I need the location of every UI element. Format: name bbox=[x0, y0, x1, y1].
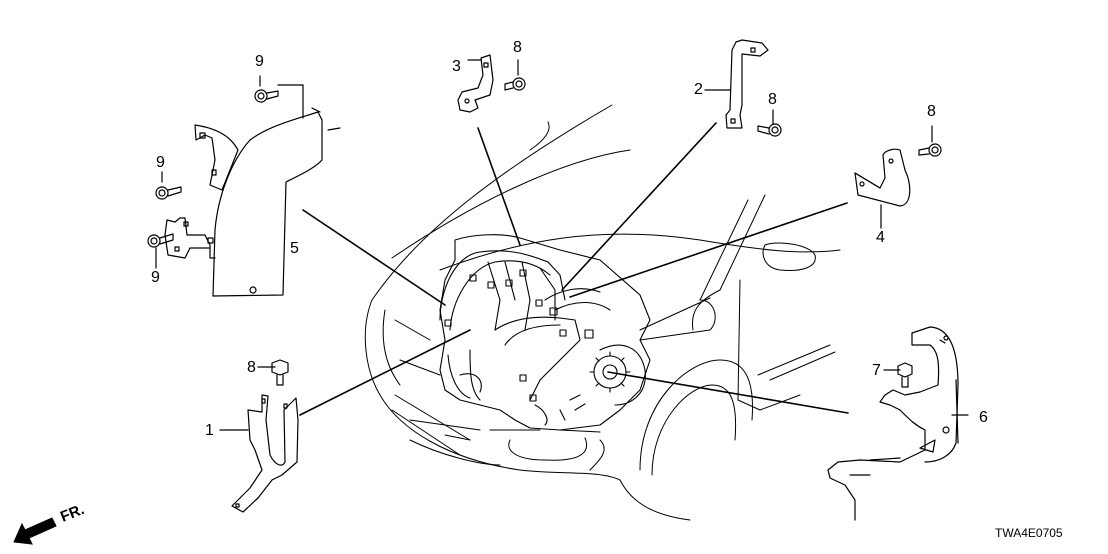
callout-3[interactable]: 3 bbox=[452, 58, 461, 75]
callout-8-part3[interactable]: 8 bbox=[513, 39, 522, 56]
bolt-9-bottom bbox=[147, 233, 174, 269]
callout-9-bottom[interactable]: 9 bbox=[151, 269, 160, 286]
engine-transmission-assembly bbox=[439, 234, 651, 431]
callout-1[interactable]: 1 bbox=[205, 422, 214, 439]
leader-bracket-4 bbox=[569, 202, 848, 298]
callout-9-mid[interactable]: 9 bbox=[156, 154, 165, 171]
bolt-9-top bbox=[254, 75, 279, 103]
callout-5[interactable]: 5 bbox=[290, 240, 299, 257]
bolt-8-part3 bbox=[504, 59, 526, 91]
leader-bracket-6 bbox=[607, 371, 849, 414]
part-2-stay bbox=[704, 39, 769, 129]
callout-7[interactable]: 7 bbox=[872, 362, 881, 379]
vehicle-outline bbox=[364, 104, 841, 521]
callout-6[interactable]: 6 bbox=[979, 409, 988, 426]
leader-stay-3 bbox=[477, 127, 521, 246]
front-direction-indicator: FR. bbox=[8, 500, 98, 550]
leader-cover-5 bbox=[302, 209, 446, 306]
leader-bracket-1 bbox=[299, 329, 471, 416]
bolt-8-part1 bbox=[257, 359, 289, 386]
part-6-bracket bbox=[827, 326, 969, 521]
part-3-stay bbox=[457, 54, 494, 113]
bolt-8-part2 bbox=[757, 109, 782, 137]
leader-stay-2 bbox=[561, 122, 717, 291]
part-4-bracket bbox=[854, 148, 911, 229]
bolt-7-part6 bbox=[883, 362, 913, 388]
callout-9-top[interactable]: 9 bbox=[255, 53, 264, 70]
callout-8-part1[interactable]: 8 bbox=[247, 359, 256, 376]
bolt-9-mid bbox=[155, 171, 182, 200]
callout-4[interactable]: 4 bbox=[876, 229, 885, 246]
front-arrow-icon bbox=[13, 517, 57, 545]
part-1-bracket bbox=[219, 394, 299, 513]
callout-2[interactable]: 2 bbox=[694, 81, 703, 98]
drawing-code: TWA4E0705 bbox=[995, 526, 1063, 540]
part-5-cover bbox=[164, 84, 341, 297]
bolt-8-part4 bbox=[918, 125, 942, 157]
callout-8-part2[interactable]: 8 bbox=[768, 91, 777, 108]
callout-8-part4[interactable]: 8 bbox=[927, 103, 936, 120]
leader-lines bbox=[299, 122, 849, 416]
